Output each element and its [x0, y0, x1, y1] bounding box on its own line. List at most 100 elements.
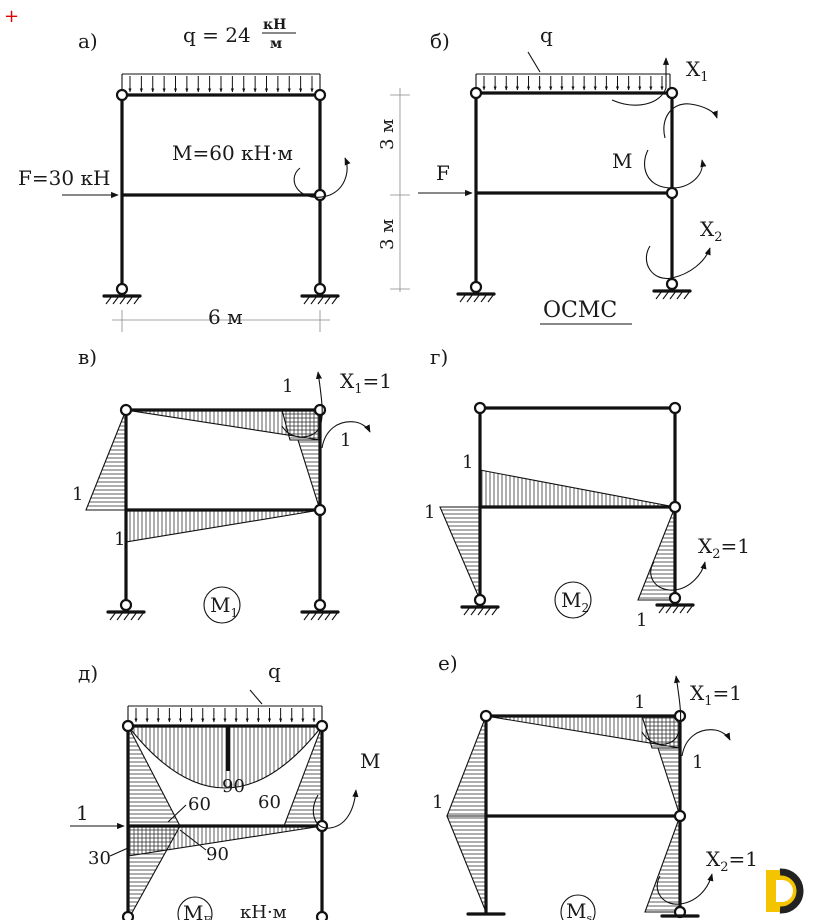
e-top-one: 1 — [634, 692, 645, 713]
frame-e — [484, 714, 682, 914]
support-a-left — [102, 282, 142, 305]
v-left-one: 1 — [72, 484, 83, 505]
osms-caption: ОСМС — [543, 298, 617, 323]
distributed-load-b — [475, 73, 671, 92]
ms-left-upper — [446, 715, 487, 817]
d-val-30: 30 — [88, 848, 111, 869]
force-label-b: F — [436, 161, 450, 185]
panel-a: а) q = 24 кН м F=30 кН — [18, 17, 410, 332]
frame-g — [478, 406, 677, 602]
m2-upper-triangle — [479, 469, 676, 508]
m1-circle — [203, 586, 241, 624]
m1-left-triangle — [85, 409, 127, 511]
support-b-left — [456, 280, 496, 303]
panel-e-letter: е) — [438, 651, 458, 675]
v-top-one: 1 — [282, 376, 293, 397]
x2-label-b: X2 — [700, 217, 723, 245]
moment-arrow-a — [293, 157, 351, 198]
frame-b — [474, 91, 674, 288]
v-mid-one: 1 — [114, 529, 125, 550]
support-b-right — [652, 277, 692, 300]
panel-b-letter: б) — [430, 29, 450, 53]
frame-v — [124, 408, 322, 606]
panel-b: б) q F X1 М — [418, 23, 723, 325]
x1-label-v: X1=1 — [340, 369, 392, 397]
panel-e: е) 1 X1=1 1 1 X2=1 Мs — [432, 651, 758, 920]
support-v-left — [106, 598, 146, 621]
m1-middle-triangle — [125, 509, 321, 543]
g-left-one: 1 — [424, 502, 435, 523]
x1-moment-arrow-right — [663, 103, 718, 139]
x1-label-b: X1 — [686, 57, 709, 85]
x1-unit-moment-top-e — [641, 675, 682, 745]
d-units: кН·м — [240, 902, 287, 920]
dimension-lines-a — [112, 88, 410, 332]
m2-left-triangle — [439, 506, 481, 601]
x2-label-e: X2=1 — [706, 847, 758, 875]
x1-moment-arrow-top — [611, 57, 670, 106]
q-value-label: q = 24 — [183, 23, 251, 47]
hinge-a-mr — [313, 188, 327, 202]
v-right-one: 1 — [340, 430, 351, 451]
force-label-a: F=30 кН — [18, 166, 110, 190]
x1-label-e: X1=1 — [690, 681, 742, 709]
x1-unit-moment-right-e — [681, 729, 731, 757]
q-unit-numerator: кН — [263, 17, 286, 33]
d-val-90-mid: 90 — [206, 844, 229, 865]
support-g-left — [460, 593, 500, 616]
g-bottom-one: 1 — [636, 610, 647, 631]
x1-unit-moment-right — [321, 421, 371, 449]
ms-circle-label: Мs — [566, 899, 592, 920]
mf-circle-label: МF — [183, 901, 211, 920]
dim-top-label: 3 м — [377, 119, 398, 150]
logo-mark — [761, 866, 809, 914]
panel-d: д) q 1 M 90 60 60 90 — [70, 659, 380, 920]
x1-unit-moment-top — [281, 371, 323, 438]
moment-label-a: М=60 кН·м — [172, 141, 293, 165]
q-leader-d — [249, 689, 263, 705]
m1-circle-label: М1 — [210, 593, 238, 620]
mf-circle — [177, 896, 213, 920]
support-v-right — [300, 598, 340, 621]
e-right-one: 1 — [692, 752, 703, 773]
m2-right-triangle — [637, 506, 676, 601]
q-unit-denominator: м — [270, 36, 282, 52]
corner-mark: + — [4, 6, 19, 27]
panel-v-letter: в) — [78, 345, 97, 369]
x2-unit-moment-e — [656, 873, 714, 905]
distributed-load-a — [121, 73, 321, 94]
ms-left-lower — [446, 815, 487, 913]
moment-arrow-b — [644, 149, 707, 189]
g-upper-one: 1 — [462, 452, 473, 473]
mf-parabola — [126, 725, 324, 789]
ms-circle — [560, 894, 596, 920]
panel-g-letter: г) — [430, 345, 448, 369]
support-a-right — [300, 282, 340, 305]
m2-circle — [554, 581, 592, 619]
m2-circle-label: М2 — [561, 588, 589, 615]
d-val-60-left: 60 — [188, 794, 211, 815]
d-force-one: 1 — [76, 801, 89, 825]
d-val-60-right: 60 — [258, 792, 281, 813]
d-val-90-top: 90 — [222, 776, 245, 797]
frame-d — [126, 724, 324, 920]
panel-d-letter: д) — [78, 661, 98, 685]
moment-label-b: М — [612, 149, 632, 173]
m1-right-column — [297, 439, 321, 511]
moment-arrow-d — [312, 789, 359, 829]
dim-bottom-label: 3 м — [377, 219, 398, 250]
distributed-load-d — [127, 705, 323, 724]
dim-span-label: 6 м — [208, 305, 243, 329]
panel-v: в) 1 X1=1 1 1 1 М1 — [72, 345, 392, 624]
q-label-d: q — [268, 659, 281, 683]
moment-label-d: M — [360, 749, 380, 773]
panel-g: г) 1 1 X2=1 1 М2 — [424, 345, 750, 631]
ms-right-upper — [657, 747, 681, 817]
e-left-one: 1 — [432, 792, 443, 813]
ms-right-lower — [644, 815, 681, 913]
support-g-right — [655, 591, 695, 614]
q-leader-b — [527, 51, 541, 73]
q-label-b: q — [540, 23, 553, 47]
hinge-a-tl — [115, 88, 129, 102]
